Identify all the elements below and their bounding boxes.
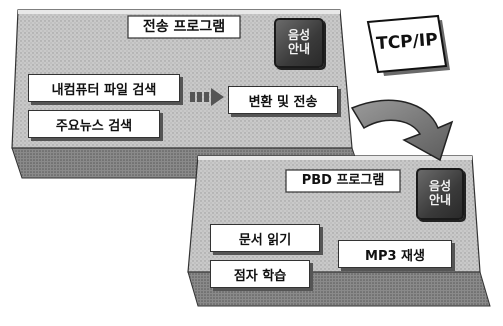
bottom-voice-badge: 음성 안내 xyxy=(416,168,464,220)
top-voice-badge-line1: 음성 xyxy=(287,28,311,43)
tcpip-label: TCP/IP xyxy=(375,29,439,55)
action-convert-send: 변환 및 전송 xyxy=(228,86,338,114)
tcpip-sign xyxy=(366,14,450,76)
top-title: 전송 프로그램 xyxy=(142,19,226,35)
bottom-title: PBD 프로그램 xyxy=(301,173,385,188)
bottom-voice-badge-line2: 안내 xyxy=(428,193,452,207)
bottom-voice-badge-line1: 음성 xyxy=(428,179,452,194)
transfer-arrow xyxy=(350,99,454,162)
action-mp3-play: MP3 재생 xyxy=(338,240,452,268)
item-news-search: 주요뉴스 검색 xyxy=(28,110,160,138)
bottom-title-bar xyxy=(285,169,401,193)
process-arrow xyxy=(190,88,224,106)
top-title-bar xyxy=(127,15,241,39)
top-voice-badge-line2: 안내 xyxy=(287,42,311,56)
item-file-search: 내컴퓨터 파일 검색 xyxy=(28,74,180,102)
top-voice-badge: 음성 안내 xyxy=(274,18,324,68)
item-read-document: 문서 읽기 xyxy=(210,224,320,252)
item-braille-study: 점자 학습 xyxy=(210,260,310,288)
